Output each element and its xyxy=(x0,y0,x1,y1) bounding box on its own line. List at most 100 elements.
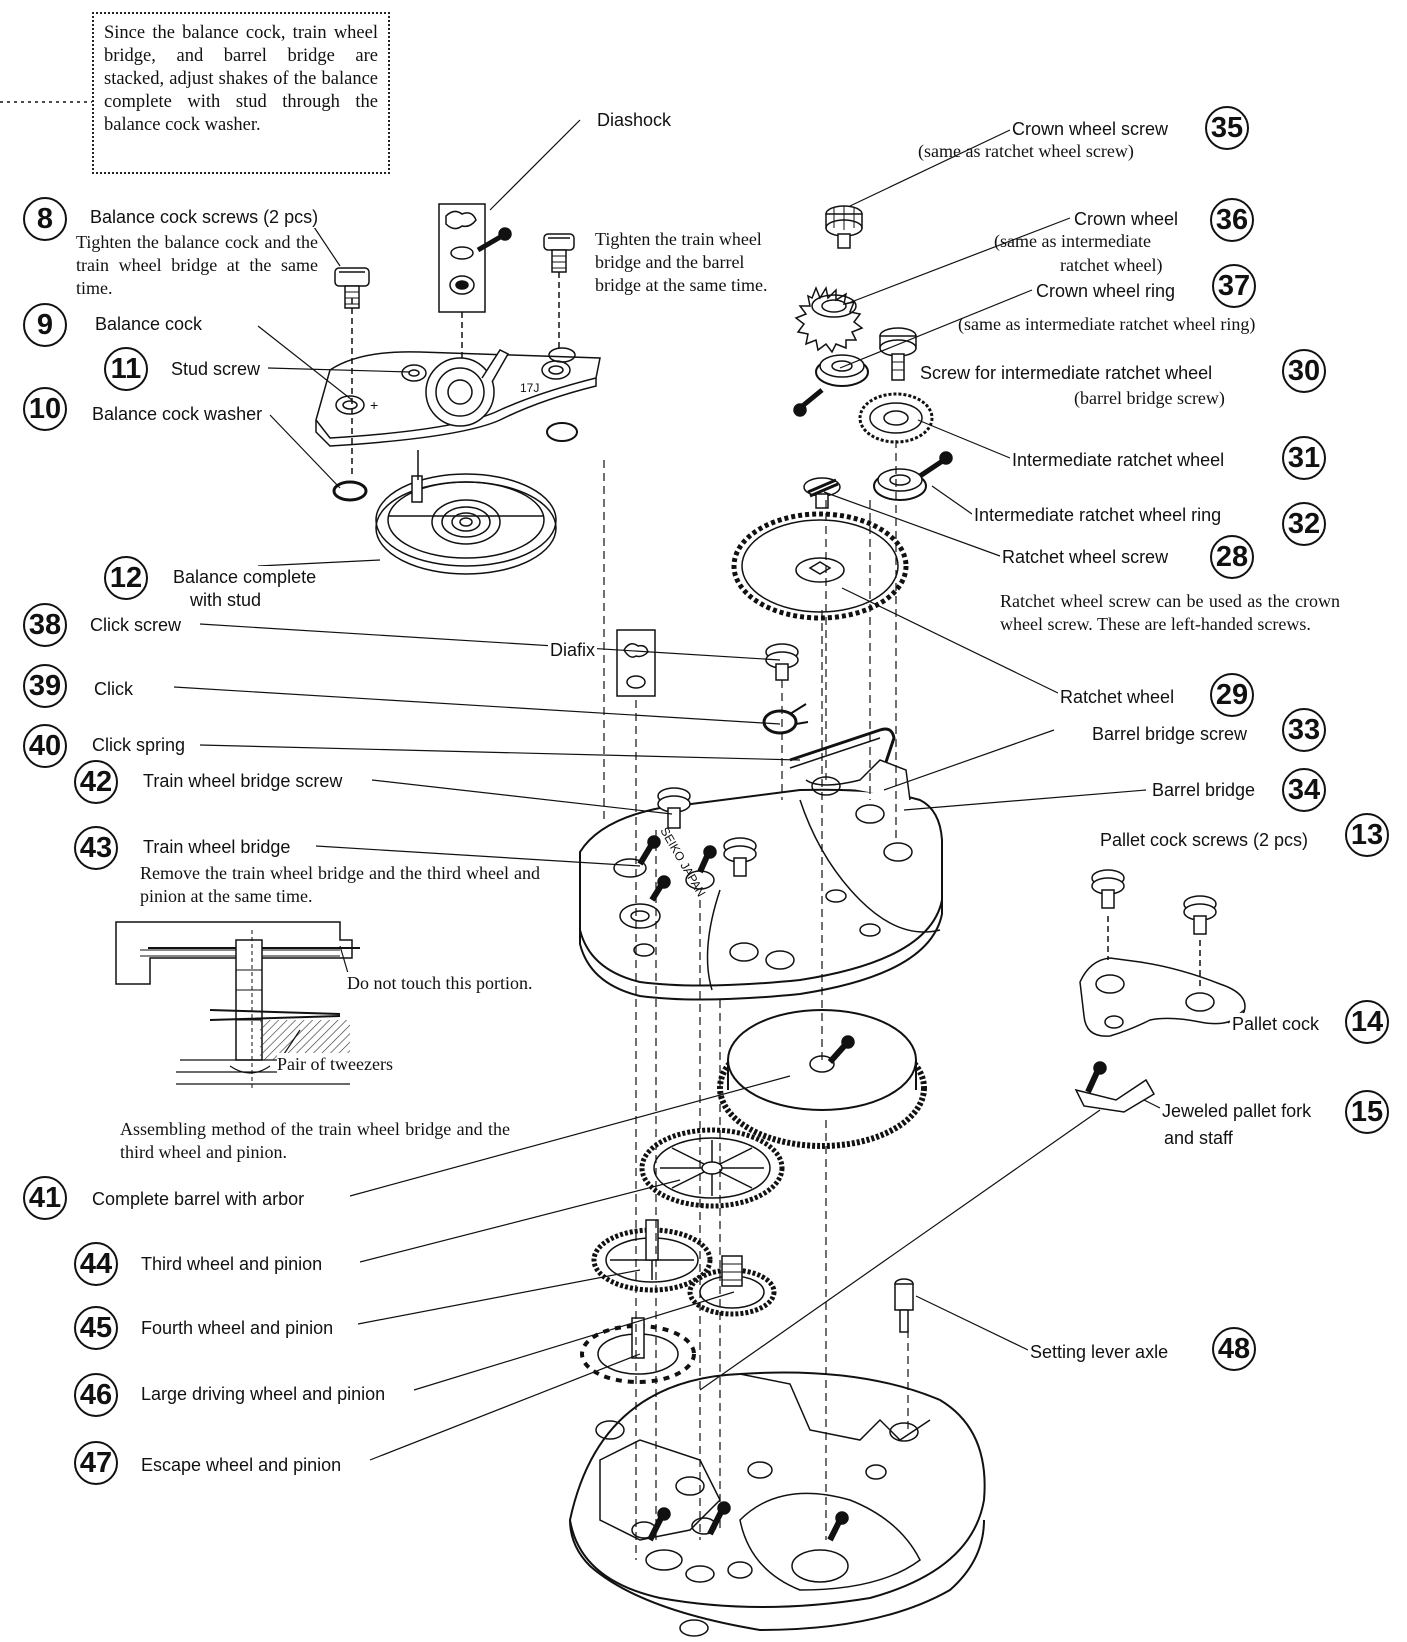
pallet-fork-staff-label: and staff xyxy=(1162,1127,1235,1149)
part-number-39: 39 xyxy=(23,664,67,708)
fourth-wheel-label: Fourth wheel and pinion xyxy=(139,1317,336,1339)
click-screw-label: Click screw xyxy=(88,614,184,636)
click-spring-part xyxy=(789,727,896,781)
diafix-label: Diafix xyxy=(548,639,598,661)
crown-wheel xyxy=(794,285,864,354)
balance-cock-washer xyxy=(332,480,368,502)
part-number-33: 33 xyxy=(1282,708,1326,752)
crown-wheel-ring xyxy=(793,354,869,417)
part-number-42: 42 xyxy=(74,760,118,804)
ratchet-wheel xyxy=(731,511,909,621)
ratchet-wheel-screw-label: Ratchet wheel screw xyxy=(1000,546,1171,568)
barrel-bridge-screw xyxy=(723,837,757,877)
train-bridge-screw xyxy=(657,787,691,829)
part-number-43: 43 xyxy=(74,826,118,870)
ratchet-screw-note: Ratchet wheel screw can be used as the c… xyxy=(1000,591,1340,634)
pallet-cock-screw-1 xyxy=(1091,869,1125,909)
part-number-28: 28 xyxy=(1210,535,1254,579)
intermediate-screw-label: Screw for intermediate ratchet wheel xyxy=(918,362,1215,384)
part-number-8: 8 xyxy=(23,197,67,241)
click-screw xyxy=(765,643,799,681)
barrel-bridge-label: Barrel bridge xyxy=(1150,779,1258,801)
part-number-44: 44 xyxy=(74,1242,118,1286)
crown-wheel-screw xyxy=(825,205,863,249)
intermediate-ratchet-ring xyxy=(873,451,953,501)
part-number-15: 15 xyxy=(1345,1090,1389,1134)
intermediate-ratchet-wheel-label: Intermediate ratchet wheel xyxy=(1010,449,1227,471)
balance-cock-screws-label: Balance cock screws (2 pcs) xyxy=(88,206,321,228)
main-plate xyxy=(568,1371,986,1637)
pallet-cock-screws-label: Pallet cock screws (2 pcs) xyxy=(1098,829,1311,851)
part-number-30: 30 xyxy=(1282,349,1326,393)
part-number-11: 11 xyxy=(104,347,148,391)
balance-cock-washer-label: Balance cock washer xyxy=(90,403,265,425)
click-spring-label: Click spring xyxy=(90,734,188,756)
train-wheel-bridge-label: Train wheel bridge xyxy=(141,836,293,858)
part-number-14: 14 xyxy=(1345,1000,1389,1044)
stud-screw-label: Stud screw xyxy=(169,358,263,380)
click-part xyxy=(762,703,809,735)
setting-lever-axle xyxy=(894,1278,914,1333)
part-number-36: 36 xyxy=(1210,198,1254,242)
diashock-frame xyxy=(438,203,512,313)
escape-wheel-label: Escape wheel and pinion xyxy=(139,1454,344,1476)
train-wheel-bridge-screw-label: Train wheel bridge screw xyxy=(141,770,345,792)
part-number-45: 45 xyxy=(74,1306,118,1350)
part-number-13: 13 xyxy=(1345,813,1389,857)
pallet-cock-label: Pallet cock xyxy=(1230,1013,1322,1035)
balance-cock-tighten-note: Tighten the balance cock and the train w… xyxy=(76,232,318,298)
pallet-cock-screw-2 xyxy=(1183,895,1217,935)
intermediate-ratchet-ring-label: Intermediate ratchet wheel ring xyxy=(972,504,1224,526)
balance-cock-body: + 17J xyxy=(315,349,601,447)
click-label: Click xyxy=(92,678,135,700)
crown-wheel-ring-label: Crown wheel ring xyxy=(1034,280,1178,302)
balance-cock-screw-right xyxy=(543,233,575,273)
part-number-48: 48 xyxy=(1212,1327,1256,1371)
part-number-35: 35 xyxy=(1205,106,1249,150)
part-number-37: 37 xyxy=(1212,264,1256,308)
intermediate-screw-sub: (barrel bridge screw) xyxy=(1074,388,1225,408)
part-number-40: 40 xyxy=(23,724,67,768)
balance-with-stud-label: with stud xyxy=(188,589,264,611)
washer-right xyxy=(546,422,578,442)
pallet-cock-body xyxy=(1079,957,1246,1037)
barrel-bridge-screw-label: Barrel bridge screw xyxy=(1090,723,1250,745)
part-number-12: 12 xyxy=(104,556,148,600)
part-number-10: 10 xyxy=(23,387,67,431)
part-number-34: 34 xyxy=(1282,768,1326,812)
crown-wheel-screw-label: Crown wheel screw xyxy=(1010,118,1171,140)
no-touch-label: Do not touch this portion. xyxy=(347,972,533,995)
crown-wheel-screw-sub: (same as ratchet wheel screw) xyxy=(918,141,1134,161)
third-wheel xyxy=(639,1127,785,1209)
leader-lines xyxy=(173,119,1245,1461)
complete-barrel-label: Complete barrel with arbor xyxy=(90,1188,307,1210)
ratchet-wheel-label: Ratchet wheel xyxy=(1058,686,1177,708)
pallet-fork xyxy=(1074,1061,1156,1113)
barrel xyxy=(717,1009,927,1149)
part-number-29: 29 xyxy=(1210,673,1254,717)
balance-cock-label: Balance cock xyxy=(93,313,205,335)
assembling-method-note: Assembling method of the train wheel bri… xyxy=(120,1119,510,1162)
diashock-label: Diashock xyxy=(595,109,674,131)
large-driving-wheel-label: Large driving wheel and pinion xyxy=(139,1383,388,1405)
balance-complete-label: Balance complete xyxy=(171,566,319,588)
crown-wheel-sub-b: ratchet wheel) xyxy=(1060,255,1163,275)
part-number-41: 41 xyxy=(23,1176,67,1220)
intermediate-screw xyxy=(879,327,917,381)
tweezers-label: Pair of tweezers xyxy=(277,1053,393,1076)
washer-right-top xyxy=(548,347,576,363)
balance-cock-screw-left xyxy=(334,267,370,309)
stacking-note: Since the balance cock, train wheel brid… xyxy=(92,12,390,174)
part-number-46: 46 xyxy=(74,1373,118,1417)
crown-wheel-ring-sub: (same as intermediate ratchet wheel ring… xyxy=(958,314,1256,334)
diafix-frame xyxy=(616,629,656,697)
part-number-31: 31 xyxy=(1282,436,1326,480)
part-number-32: 32 xyxy=(1282,502,1326,546)
pallet-fork-label: Jeweled pallet fork xyxy=(1160,1100,1314,1122)
tighten-train-note: Tighten the train wheel bridge and the b… xyxy=(595,229,768,295)
part-number-38: 38 xyxy=(23,603,67,647)
svg-text:17J: 17J xyxy=(520,381,539,395)
svg-text:+: + xyxy=(370,397,378,413)
